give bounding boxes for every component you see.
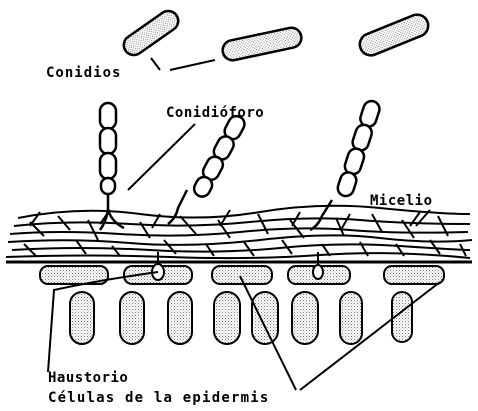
conidium-3 <box>357 11 432 58</box>
label-haustorio: Haustorio <box>48 370 128 386</box>
label-celulas-epidermis: Células de la epidermis <box>48 390 269 406</box>
label-conidios: Conidios <box>46 65 121 81</box>
label-conidioforo: Conidióforo <box>166 105 264 121</box>
conidium-2 <box>221 26 303 62</box>
mycelium <box>6 206 472 258</box>
epidermis-bottom-row <box>70 292 412 344</box>
conidium-1 <box>120 7 182 59</box>
conidioforo-leaders <box>128 124 195 190</box>
label-micelio: Micelio <box>370 193 433 209</box>
conidia <box>120 7 432 62</box>
conidios-leaders <box>151 58 215 70</box>
